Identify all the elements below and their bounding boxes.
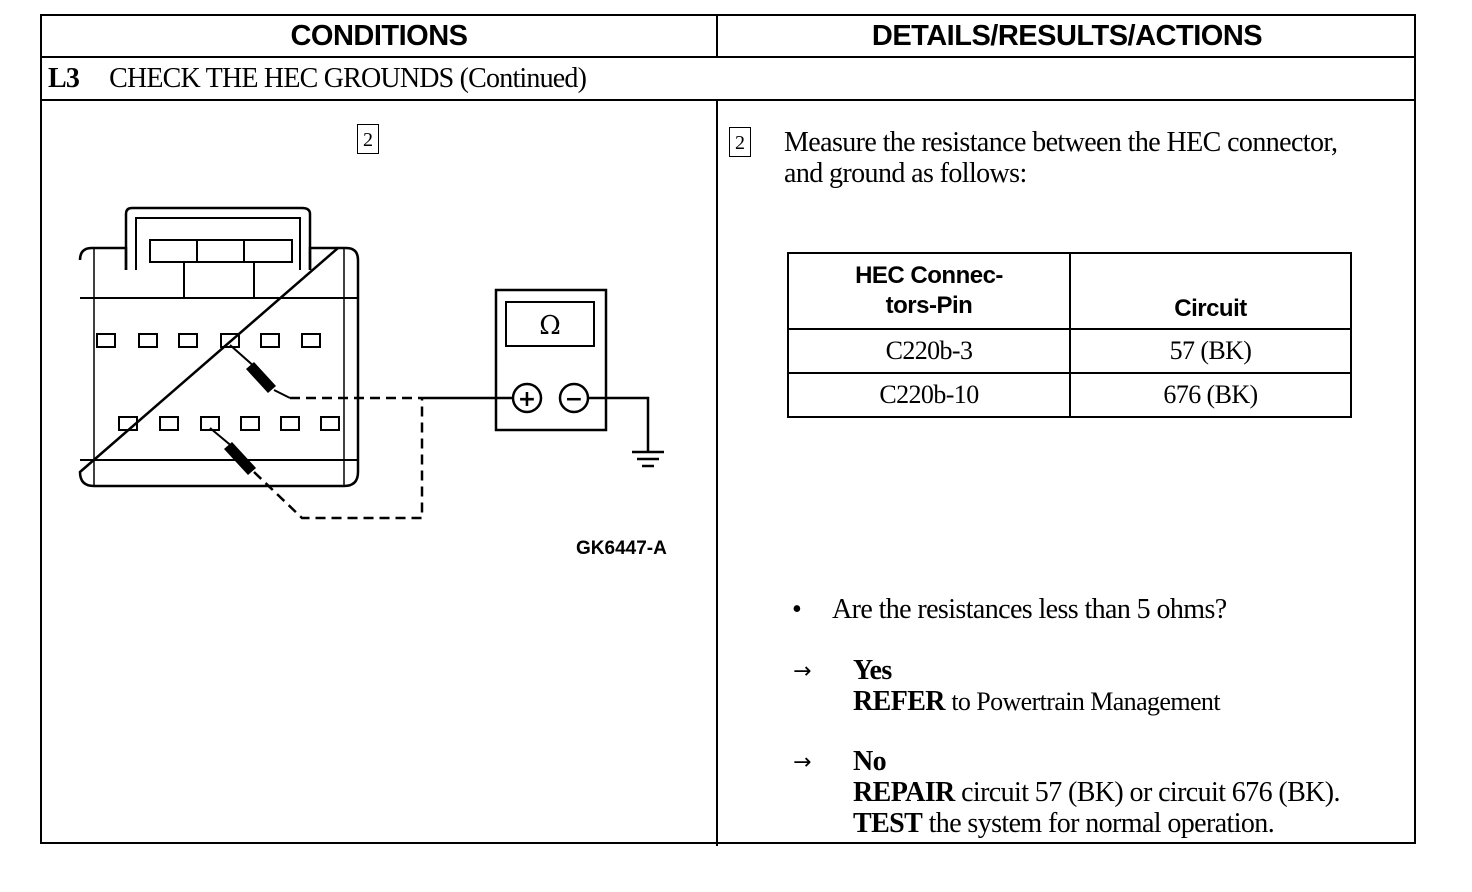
no-test-verb: TEST <box>853 808 923 839</box>
yes-action-text: to Powertrain Management <box>951 687 1220 716</box>
table-header-row: HEC Connec- tors-Pin Circuit <box>787 252 1352 330</box>
yes-arrow-icon: → <box>793 659 812 684</box>
no-action-test: TEST the system for normal operation. <box>853 808 1340 839</box>
no-label: No <box>853 746 887 777</box>
table-row: C220b-10 676 (BK) <box>787 372 1352 418</box>
question: • Are the resistances less than 5 ohms? <box>792 594 1227 626</box>
conditions-header: CONDITIONS <box>290 20 468 52</box>
yes-answer: Yes REFER to Powertrain Management <box>853 655 1221 717</box>
no-repair-verb: REPAIR <box>853 777 955 808</box>
circuit-column-header: Circuit <box>1069 252 1352 330</box>
yes-label: Yes <box>853 655 892 686</box>
column-divider <box>716 100 718 846</box>
pin-cell: C220b-10 <box>787 372 1071 418</box>
question-text: Are the resistances less than 5 ohms? <box>832 594 1227 625</box>
no-action-repair: REPAIR circuit 57 (BK) or circuit 676 (B… <box>853 777 1341 808</box>
no-repair-text: circuit 57 (BK) or circuit 676 (BK). <box>961 777 1340 808</box>
details-header: DETAILS/RESULTS/ACTIONS <box>871 20 1263 52</box>
section-divider <box>42 99 1414 101</box>
instruction-text: Measure the resistance between the HEC c… <box>784 127 1338 189</box>
connector-diagram: Ω + − <box>78 206 664 520</box>
pin-column-header: HEC Connec- tors-Pin <box>787 252 1071 330</box>
yes-action: REFER to Powertrain Management <box>853 686 1221 717</box>
yes-action-verb: REFER <box>853 686 946 717</box>
no-test-text: the system for normal operation. <box>928 808 1275 839</box>
section-title-text: CHECK THE HEC GROUNDS (Continued) <box>109 63 587 94</box>
header-divider <box>42 56 1414 58</box>
bullet-mark: • <box>792 594 802 625</box>
section-title: L3 CHECK THE HEC GROUNDS (Continued) <box>48 63 587 95</box>
table-row: C220b-3 57 (BK) <box>787 328 1352 374</box>
no-answer: No REPAIR circuit 57 (BK) or circuit 676… <box>853 746 1341 839</box>
circuit-cell: 57 (BK) <box>1069 328 1352 374</box>
pin-table: HEC Connec- tors-Pin Circuit C220b-3 57 … <box>787 252 1352 418</box>
condition-step-number: 2 <box>357 124 379 154</box>
pin-cell: C220b-3 <box>787 328 1071 374</box>
ohm-symbol: Ω <box>539 311 561 341</box>
no-arrow-icon: → <box>793 750 812 775</box>
figure-id: GK6447-A <box>576 538 667 559</box>
column-divider-top <box>716 16 718 58</box>
minus-terminal-label: − <box>565 387 583 412</box>
plus-terminal-label: + <box>518 387 536 412</box>
procedure-table: CONDITIONS DETAILS/RESULTS/ACTIONS L3 CHE… <box>40 14 1416 846</box>
detail-step-number: 2 <box>729 127 751 157</box>
circuit-cell: 676 (BK) <box>1069 372 1352 418</box>
section-code: L3 <box>48 63 80 94</box>
